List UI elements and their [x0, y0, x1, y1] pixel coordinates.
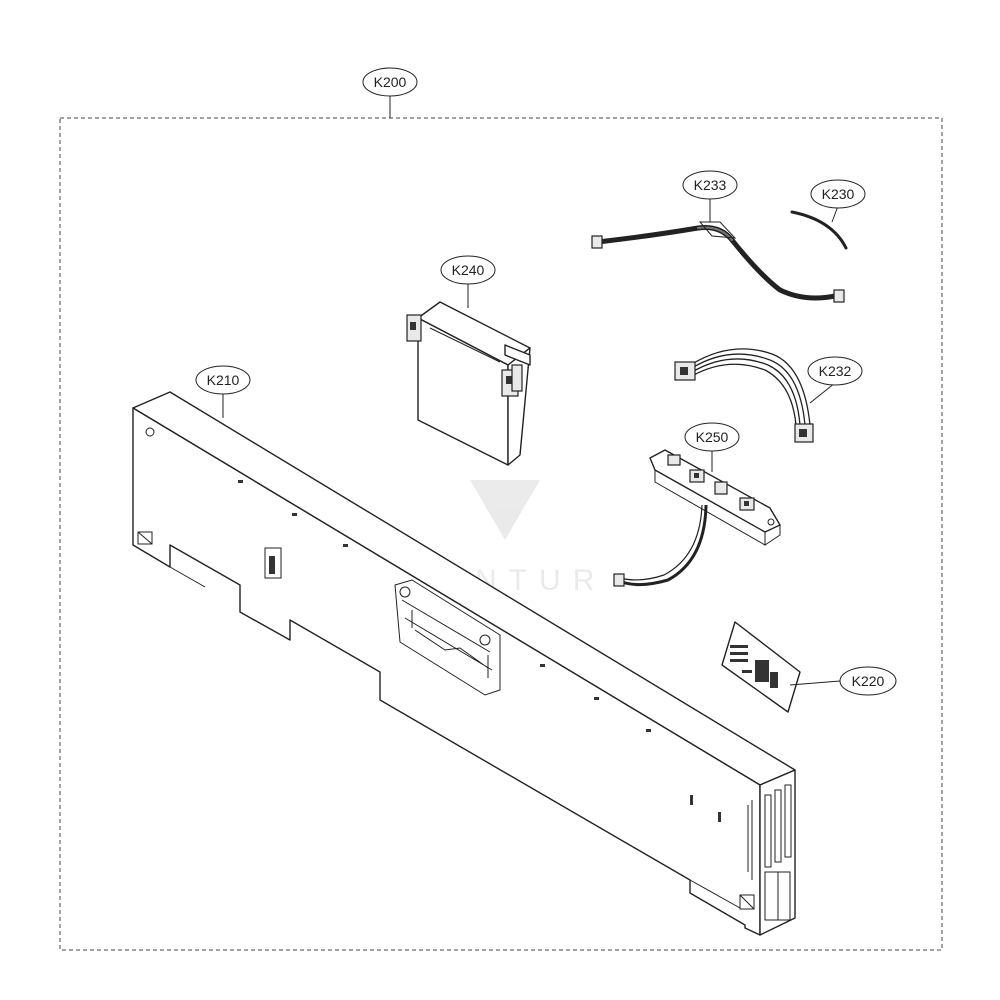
harness-k232-wires	[691, 348, 811, 426]
callout-k200: K200	[362, 67, 418, 97]
svg-text:K220: K220	[852, 673, 885, 689]
callout-k232: K232	[807, 356, 863, 386]
harness-k233-plug-right	[833, 289, 845, 303]
harness-k233-plug-left	[591, 235, 603, 249]
control-panel-k210	[132, 391, 796, 936]
sensor-board-k250	[613, 449, 781, 587]
watermark-logo-icon	[470, 480, 540, 540]
panel-end-connectors	[764, 784, 792, 921]
wire-k230-cable	[790, 210, 848, 250]
callout-k240: K240	[440, 255, 496, 285]
svg-text:K233: K233	[694, 177, 727, 193]
svg-text:K232: K232	[819, 363, 852, 379]
leader-lines	[222, 96, 841, 686]
callout-k233: K233	[682, 170, 738, 200]
svg-text:K240: K240	[452, 262, 485, 278]
board-mount-hole	[767, 518, 775, 526]
panel-mount-hole	[145, 427, 155, 437]
label-card-print	[730, 645, 778, 688]
panel-top-slots	[238, 480, 721, 822]
board-cable	[621, 504, 708, 587]
panel-center-bracket	[394, 579, 501, 696]
callout-k210: K210	[195, 365, 251, 395]
harness-k233-cable	[595, 225, 838, 301]
panel-corner-tab-right	[739, 894, 755, 910]
wire-k230	[790, 210, 848, 250]
callout-k250: K250	[684, 422, 740, 452]
svg-text:K250: K250	[696, 429, 729, 445]
panel-window	[264, 547, 282, 579]
assembly-boundary	[59, 117, 943, 951]
electronic-module-k240	[406, 301, 531, 466]
svg-text:K210: K210	[207, 372, 240, 388]
wire-harness-k232	[674, 348, 814, 443]
panel-end-face	[759, 769, 796, 936]
wire-harness-k233	[591, 221, 845, 303]
callout-k220: K220	[839, 666, 897, 696]
board-components	[667, 454, 755, 511]
svg-text:K200: K200	[374, 74, 407, 90]
svg-text:K230: K230	[822, 186, 855, 202]
label-card-k220	[721, 621, 801, 713]
callout-k230: K230	[810, 179, 866, 209]
panel-corner-tab-left	[137, 531, 153, 545]
